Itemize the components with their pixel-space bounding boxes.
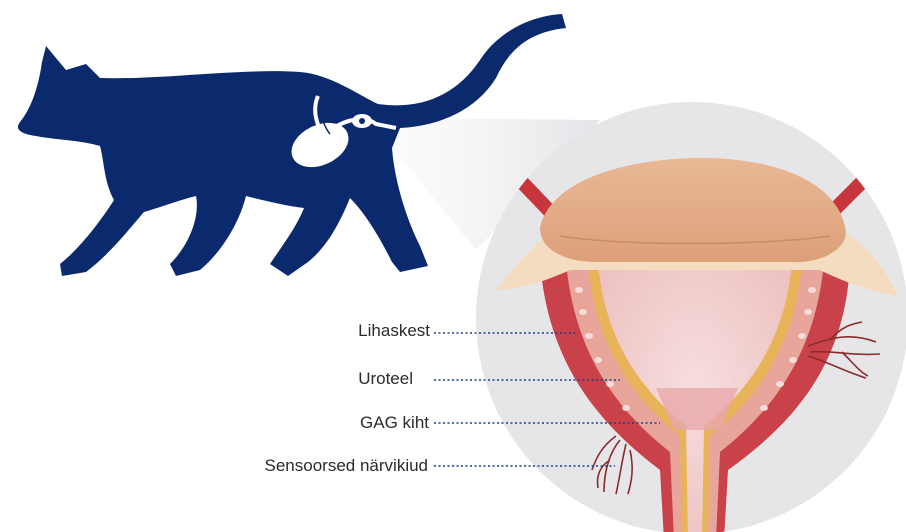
label-gag-layer: GAG kiht xyxy=(360,413,429,433)
label-urothelium: Uroteel xyxy=(358,369,413,389)
label-muscle-layer: Lihaskest xyxy=(358,321,430,341)
label-sensory-nerve-fibers: Sensoorsed närvikiud xyxy=(265,456,428,476)
